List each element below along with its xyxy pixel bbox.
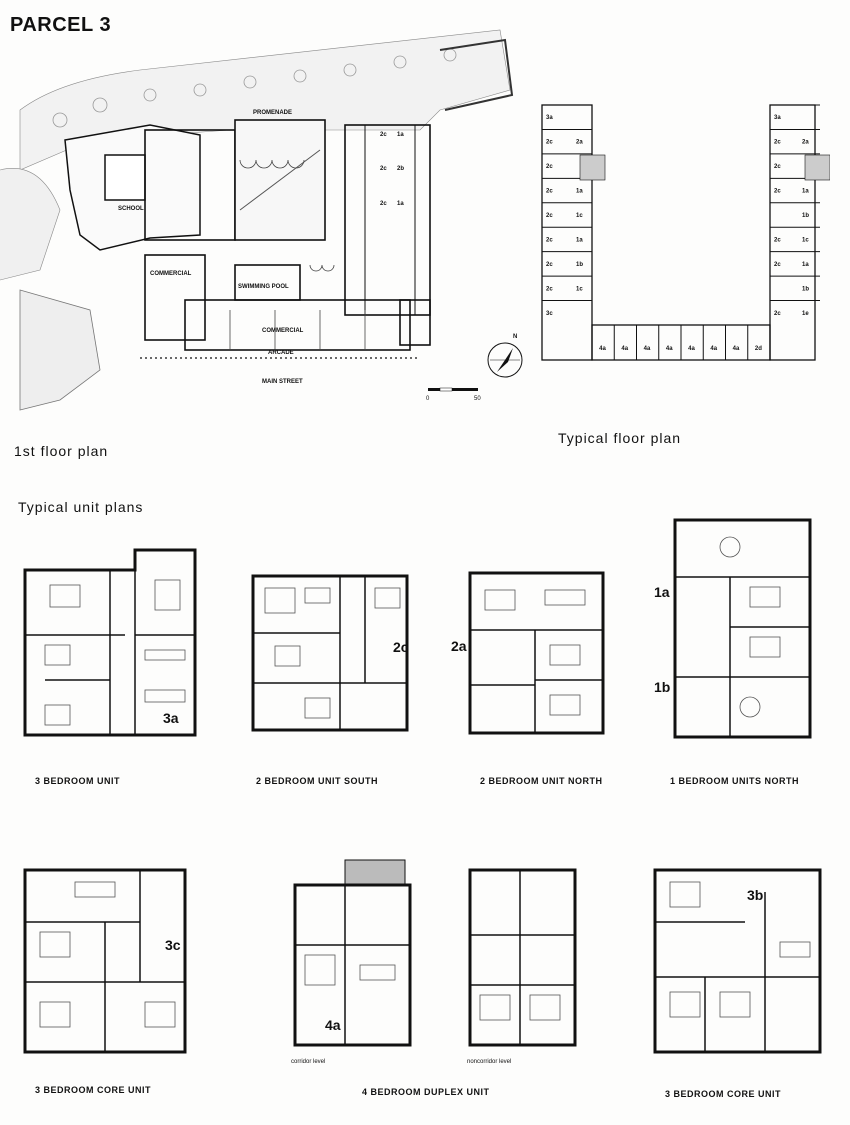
floor-unit-label: 2c <box>546 286 553 292</box>
floor-unit-label: 2c <box>774 311 781 317</box>
unit-caption: 3 BEDROOM CORE UNIT <box>35 1085 152 1095</box>
noncorridor-level-label: noncorridor level <box>467 1059 511 1065</box>
unit-plans-heading: Typical unit plans <box>18 499 144 515</box>
unit-plan-1a-1b: 1a 1b <box>654 518 812 739</box>
floor-unit-label: 4a <box>599 346 606 352</box>
floor-unit-label: 4a <box>621 346 628 352</box>
floor-unit-label: 2c <box>774 237 781 243</box>
promenade-label: PROMENADE <box>253 110 292 116</box>
floor-unit-label: 1a <box>802 262 809 268</box>
unit-plan-3c: 3c <box>23 868 187 1054</box>
floor-unit-label: 2c <box>774 164 781 170</box>
bottom-row-units: 4a 4a 4a 4a 4a 4a 4a 2d <box>591 325 762 360</box>
floor-unit-label: 2c <box>546 164 553 170</box>
floor-unit-label: 4a <box>733 346 740 352</box>
unit-plan-4a: 4a corridor level noncorridor level <box>291 859 577 1065</box>
unit-tag: 4a <box>325 1017 341 1033</box>
unit-plan-2c: 2c <box>251 574 409 732</box>
floor-unit-label: 2c <box>774 140 781 146</box>
floor-unit-label: 2c <box>774 262 781 268</box>
floor-unit-label: 2c <box>546 140 553 146</box>
commercial-south-label: COMMERCIAL <box>262 328 304 334</box>
site-plan-caption: 1st floor plan <box>14 443 109 459</box>
unit-tag: 2a <box>451 638 467 654</box>
floor-unit-label: 1a <box>576 237 583 243</box>
unit-tag: 3a <box>163 710 179 726</box>
floor-unit-label: 1b <box>576 262 583 268</box>
left-wing-units: 3a 2c 2a 2c 2c 1a 2c 1c 2c 1a 2c 1b 2c 1c 3c <box>542 104 592 317</box>
floor-unit-label: 2c <box>546 213 553 219</box>
first-floor-site-plan: SCHOOL PROMENADE COMMERCIAL SWIMMING POO… <box>0 29 523 411</box>
wing-unit-label: 2c <box>380 132 387 138</box>
scale-bar: 0 50 <box>426 387 481 402</box>
unit-tag: 1b <box>654 679 670 695</box>
right-wing-units: 3a 2c 2a 2c 2c 1a 1b 2c 1c 2c 1a 1b 2c 1e <box>770 104 820 317</box>
wing-unit-label: 1a <box>397 201 404 207</box>
unit-tag: 2c <box>393 639 409 655</box>
page-title: PARCEL 3 <box>10 14 112 36</box>
floor-unit-label: 1a <box>802 189 809 195</box>
unit-caption: 2 BEDROOM UNIT NORTH <box>480 776 603 786</box>
floor-unit-label: 3c <box>546 311 553 317</box>
corridor-level-label: corridor level <box>291 1059 325 1065</box>
floor-unit-label: 2d <box>755 346 762 352</box>
school-label: SCHOOL <box>118 206 144 212</box>
floor-unit-label: 2a <box>576 140 583 146</box>
floor-unit-label: 4a <box>710 346 717 352</box>
unit-plan-3b: 3b <box>653 868 822 1054</box>
unit-plan-2a: 2a <box>451 571 605 735</box>
floor-unit-label: 4a <box>666 346 673 352</box>
floor-unit-label: 2c <box>546 262 553 268</box>
unit-tag: 3b <box>747 887 763 903</box>
commercial-west-label: COMMERCIAL <box>150 271 192 277</box>
typical-floor-caption: Typical floor plan <box>558 430 682 446</box>
unit-caption: 4 BEDROOM DUPLEX UNIT <box>362 1087 490 1097</box>
wing-unit-label: 1a <box>397 132 404 138</box>
floor-unit-label: 2c <box>546 237 553 243</box>
typical-floor-plan: 3a 2c 2a 2c 2c 1a 2c 1c 2c 1a 2c 1b 2c 1c 3c 3a 2c 2a 2c 2… <box>541 104 830 361</box>
svg-text:0: 0 <box>426 396 430 402</box>
floor-unit-label: 4a <box>644 346 651 352</box>
wing-unit-label: 2c <box>380 166 387 172</box>
unit-plan-3a: 3a <box>23 548 197 737</box>
wing-unit-label: 2c <box>380 201 387 207</box>
swimming-pool-label: SWIMMING POOL <box>238 284 289 290</box>
floor-unit-label: 2c <box>774 189 781 195</box>
main-street-label: MAIN STREET <box>262 379 303 385</box>
floor-unit-label: 3a <box>774 115 781 121</box>
unit-tag: 3c <box>165 937 181 953</box>
floor-unit-label: 1b <box>802 213 809 219</box>
svg-text:50: 50 <box>474 396 481 402</box>
floor-unit-label: 1a <box>576 189 583 195</box>
floor-unit-label: 1c <box>576 286 583 292</box>
floor-unit-label: 1b <box>802 286 809 292</box>
floor-unit-label: 1e <box>802 311 809 317</box>
floor-unit-label: 2c <box>546 189 553 195</box>
floor-unit-label: 1c <box>576 213 583 219</box>
svg-text:N: N <box>513 334 517 340</box>
unit-caption: 3 BEDROOM CORE UNIT <box>665 1089 782 1099</box>
wing-unit-label: 2b <box>397 166 404 172</box>
north-arrow-icon: N <box>487 334 523 378</box>
floor-unit-label: 4a <box>688 346 695 352</box>
arcade-label: ARCADE <box>268 350 294 356</box>
unit-tag: 1a <box>654 584 670 600</box>
unit-caption: 2 BEDROOM UNIT SOUTH <box>256 776 379 786</box>
floor-unit-label: 1c <box>802 237 809 243</box>
floor-unit-label: 2a <box>802 140 809 146</box>
floor-unit-label: 3a <box>546 115 553 121</box>
unit-caption: 3 BEDROOM UNIT <box>35 776 121 786</box>
unit-caption: 1 BEDROOM UNITS NORTH <box>670 776 800 786</box>
